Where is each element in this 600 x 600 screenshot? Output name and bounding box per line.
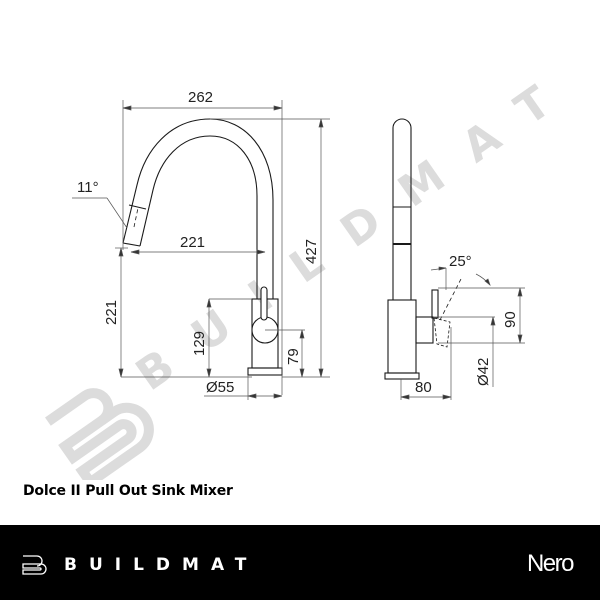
handle-hub — [415, 316, 434, 344]
watermark-logo-icon — [45, 388, 154, 480]
dim-base-diameter: Ø55 — [206, 379, 234, 396]
lever — [260, 286, 268, 321]
dim-handle-angle: 25° — [449, 253, 472, 270]
side-view-labels: 25° 90 Ø42 80 — [415, 253, 519, 396]
spout-tube — [392, 118, 412, 300]
product-title: Dolce II Pull Out Sink Mixer — [23, 483, 233, 499]
manufacturer-logo: Nero — [526, 550, 575, 577]
side-view — [384, 118, 462, 380]
dim-spout-angle: 11° — [77, 179, 99, 196]
side-base — [384, 372, 420, 380]
front-view-labels: 262 221 11° 221 129 79 427 Ø55 — [77, 89, 320, 396]
dim-overall-height: 427 — [303, 239, 320, 264]
side-view-dimensions — [400, 266, 525, 400]
dim-handle-height: 79 — [285, 348, 302, 365]
dim-spout-reach: 221 — [180, 234, 205, 251]
dim-outlet-height: 221 — [103, 300, 120, 325]
handle-lever — [431, 289, 439, 319]
base-plate — [247, 367, 283, 376]
side-body — [387, 299, 417, 374]
front-view-dimensions — [72, 100, 330, 400]
watermark: BUILDMAT — [45, 57, 588, 480]
buildmat-logo-icon — [22, 555, 47, 575]
dim-handle-top: 90 — [502, 311, 519, 328]
dim-overall-reach: 262 — [188, 89, 213, 106]
brand: BUILDMAT — [22, 555, 258, 575]
footer-bar: BUILDMAT Nero — [0, 525, 600, 600]
technical-drawing: BUILDMAT — [45, 57, 588, 480]
dim-body-height: 129 — [191, 331, 208, 356]
spray-segment — [128, 204, 147, 210]
brand-name: BUILDMAT — [64, 555, 259, 575]
spray-tip — [122, 242, 141, 247]
dim-handle-diameter: Ø42 — [475, 358, 492, 386]
dim-depth: 80 — [415, 379, 432, 396]
spout-inner — [139, 135, 258, 299]
